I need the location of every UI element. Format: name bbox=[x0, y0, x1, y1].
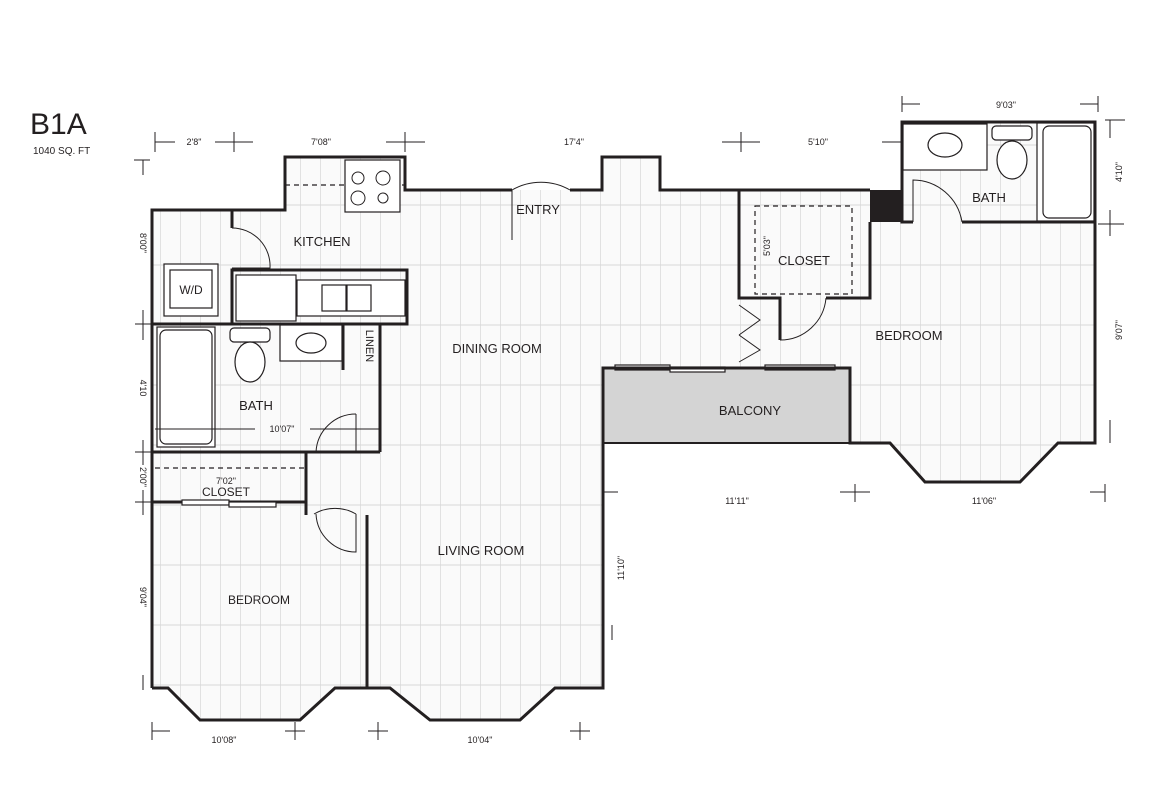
room-balcony: BALCONY bbox=[719, 403, 781, 418]
bath-door bbox=[315, 413, 357, 453]
dim-top-c: 17'4" bbox=[564, 137, 584, 147]
dim-balcony-width: 11'11" bbox=[725, 496, 749, 506]
dim-closet-depth: 2'00" bbox=[138, 467, 148, 487]
room-kitchen: KITCHEN bbox=[293, 234, 350, 249]
room-bedroom-left: BEDROOM bbox=[228, 593, 290, 607]
outer-wall bbox=[150, 155, 512, 688]
outer-wall-right bbox=[152, 120, 1097, 722]
dim-living-depth: 11'10" bbox=[616, 556, 626, 580]
dim-right-bedroom: 9'07" bbox=[1114, 320, 1124, 340]
dim-closet-width: 7'02" bbox=[216, 476, 236, 486]
entry-door bbox=[511, 181, 571, 240]
closet-door bbox=[779, 297, 827, 341]
dim-top-e: 9'03" bbox=[996, 100, 1016, 110]
room-bath-left: BATH bbox=[239, 398, 273, 413]
dim-left-bedroom: 9'04" bbox=[138, 587, 148, 607]
bifold-door bbox=[738, 304, 761, 363]
burners-icon bbox=[350, 170, 391, 206]
dim-top-a: 2'8" bbox=[187, 137, 202, 147]
column bbox=[870, 190, 902, 222]
plan-name: B1A bbox=[30, 108, 87, 141]
balcony bbox=[602, 367, 851, 444]
dim-bath-width: 10'07" bbox=[270, 424, 295, 434]
room-bath-right: BATH bbox=[972, 190, 1006, 205]
dim-bottom-right: 11'06" bbox=[972, 496, 996, 506]
dimension-lines bbox=[134, 96, 1125, 740]
plan-area: 1040 SQ. FT bbox=[33, 146, 91, 157]
dim-left-bath: 4'10 bbox=[138, 380, 148, 397]
sink-icon bbox=[321, 284, 347, 312]
room-linen: LINEN bbox=[363, 330, 375, 362]
outer-wall-top bbox=[570, 155, 870, 192]
room-entry: ENTRY bbox=[516, 202, 560, 217]
dim-closet-right: 5'03" bbox=[762, 236, 772, 256]
toilet-icon bbox=[991, 125, 1033, 141]
dim-right-bath: 4'10" bbox=[1114, 162, 1124, 182]
stove bbox=[344, 159, 401, 213]
dim-top-b: 7'08" bbox=[311, 137, 331, 147]
dim-bottom-living: 10'04" bbox=[468, 735, 493, 745]
dim-top-d: 5'10" bbox=[808, 137, 828, 147]
dim-left-kitchen: 8'00" bbox=[138, 233, 148, 253]
bath-door-right bbox=[912, 179, 963, 223]
room-bedroom-right: BEDROOM bbox=[875, 328, 942, 343]
dim-bottom-left: 10'08" bbox=[212, 735, 237, 745]
wd-label: W/D bbox=[179, 283, 203, 297]
room-living: LIVING ROOM bbox=[438, 543, 525, 558]
kitchen-door bbox=[231, 227, 271, 269]
toilet-icon bbox=[229, 327, 271, 343]
room-closet-left: CLOSET bbox=[202, 485, 251, 499]
room-dining: DINING ROOM bbox=[452, 341, 542, 356]
room-closet-right: CLOSET bbox=[778, 253, 830, 268]
bedroom-door bbox=[313, 507, 357, 553]
